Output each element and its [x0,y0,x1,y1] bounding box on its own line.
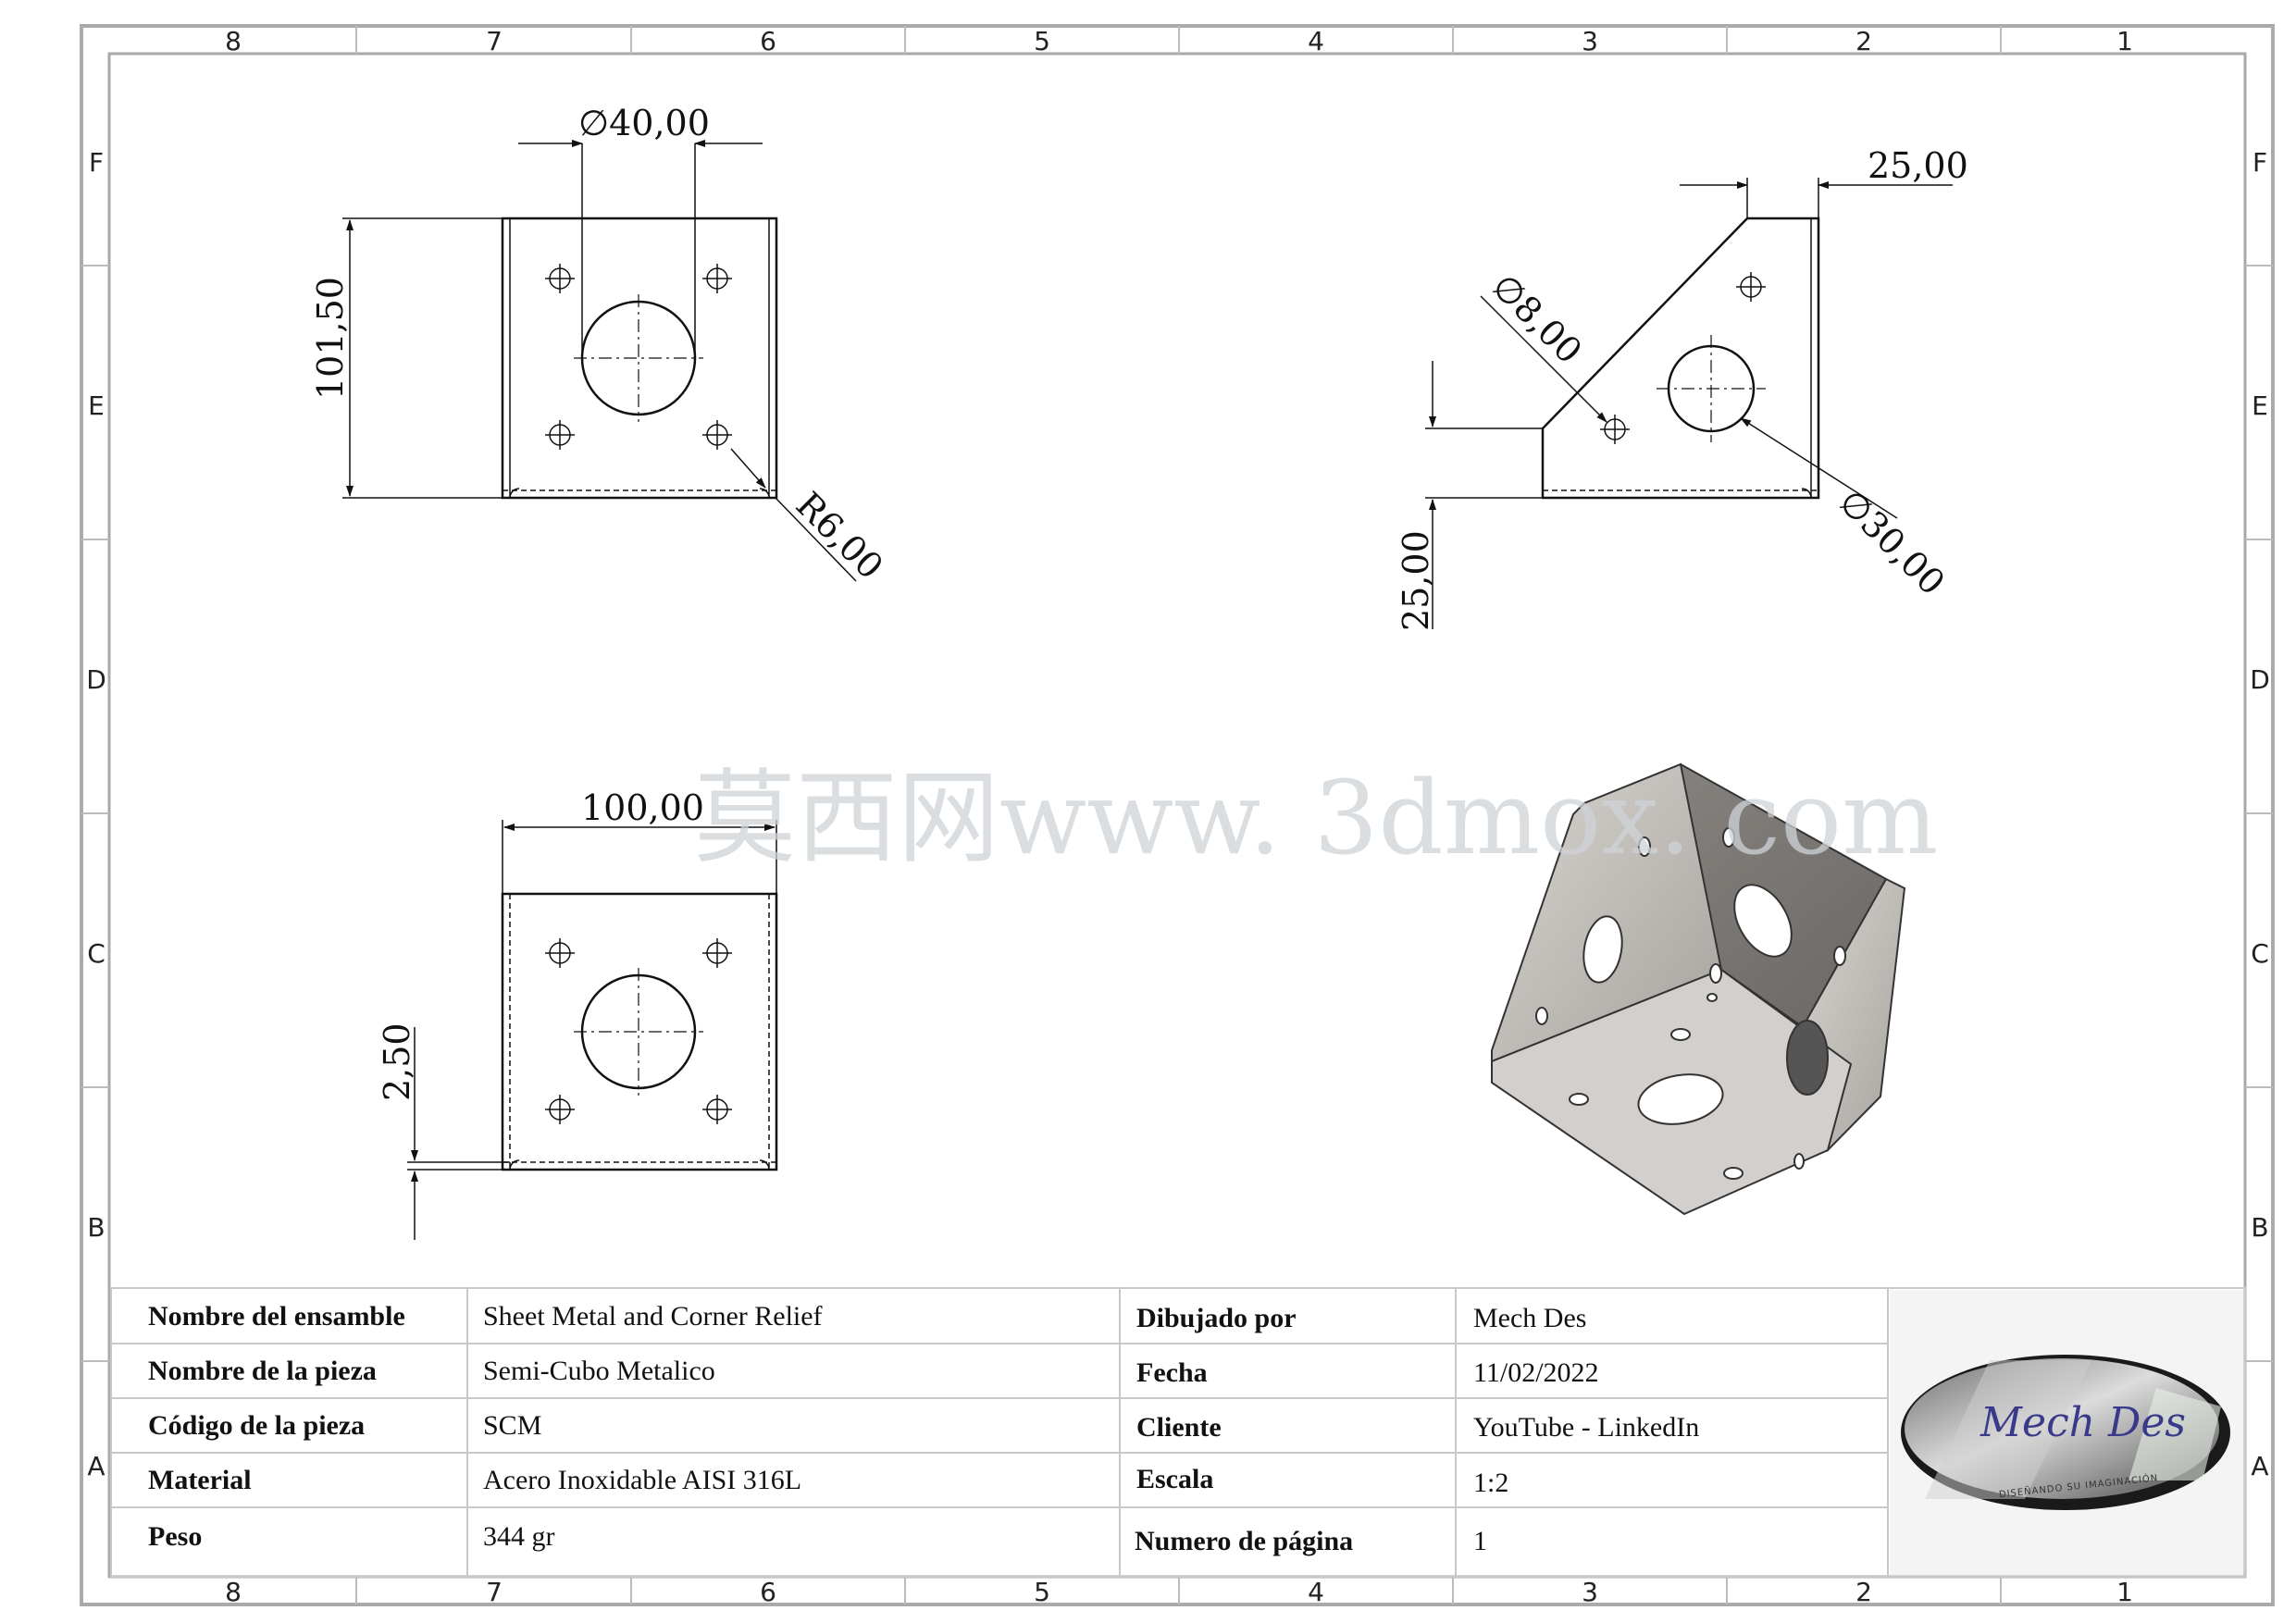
dim-side-small-hole: ∅8,00 [1484,266,1590,371]
dim-bottom-width: 100,00 [581,787,704,828]
zone-col: 3 [1582,26,1598,56]
zone-row: A [2251,1451,2268,1481]
label-client: Cliente [1136,1412,1222,1443]
label-scale: Escala [1136,1464,1213,1494]
zone-col: 8 [225,1577,242,1607]
zone-col: 2 [1855,1577,1872,1607]
zone-row: C [2251,938,2269,969]
value-date: 11/02/2022 [1473,1357,1599,1388]
label-assembly-name: Nombre del ensamble [148,1301,405,1332]
zone-col: 7 [486,26,503,56]
zone-col: 4 [1308,1577,1324,1607]
zone-columns-top: 8 7 6 5 4 3 2 1 [225,26,2133,56]
label-material: Material [148,1465,252,1495]
side-view [1425,178,1953,629]
title-block-right: Dibujado por Mech Des Fecha 11/02/2022 C… [1135,1303,1699,1556]
zone-rows-right: F E D C B A [2250,147,2270,1481]
zone-ticks [81,26,2273,1604]
value-part-name: Semi-Cubo Metalico [483,1356,715,1386]
zone-col: 8 [225,26,242,56]
dim-side-large-hole: ∅30,00 [1831,481,1953,602]
top-view [407,820,778,1240]
company-logo: Mech Des DISEÑANDO SU IMAGINACIÓN [1890,1290,2243,1575]
label-weight: Peso [148,1521,202,1552]
label-part-code: Código de la pieza [148,1410,365,1441]
zone-row: D [86,664,106,695]
zone-row: B [87,1212,105,1243]
zone-row: D [2250,664,2270,695]
zone-row: A [87,1451,105,1481]
zone-col: 1 [2116,26,2133,56]
logo-name: Mech Des [1980,1399,2186,1446]
zone-col: 6 [760,26,776,56]
dim-front-radius: R6,00 [788,484,891,587]
zone-col: 5 [1034,26,1050,56]
title-block [110,1287,2246,1578]
zone-row: C [87,938,105,969]
zone-row: F [89,147,104,178]
zone-columns-bottom: 8 7 6 5 4 3 2 1 [225,1577,2133,1607]
value-weight: 344 gr [483,1521,555,1552]
zone-row: E [88,390,105,421]
value-material: Acero Inoxidable AISI 316L [483,1465,801,1495]
zone-col: 3 [1582,1577,1598,1607]
zone-col: 1 [2116,1577,2133,1607]
value-assembly-name: Sheet Metal and Corner Relief [483,1301,823,1332]
isometric-view [1491,762,1906,1216]
zone-row: E [2252,390,2268,421]
zone-col: 2 [1855,26,1872,56]
zone-col: 6 [760,1577,776,1607]
dim-front-height: 101,50 [310,277,351,400]
title-block-left: Nombre del ensamble Sheet Metal and Corn… [148,1301,823,1552]
zone-row: B [2251,1212,2268,1243]
dim-bottom-thickness: 2,50 [377,1022,417,1101]
zone-col: 5 [1034,1577,1050,1607]
label-page-number: Numero de página [1135,1526,1353,1556]
value-drawn-by: Mech Des [1473,1303,1586,1333]
front-view [342,140,857,582]
dim-front-hole-dia: ∅40,00 [578,103,710,143]
zone-col: 7 [486,1577,503,1607]
zone-rows-left: F E D C B A [86,147,106,1481]
dim-side-left-height: 25,00 [1396,530,1436,631]
value-part-code: SCM [483,1410,541,1441]
dim-side-top-width: 25,00 [1868,145,1968,186]
value-scale: 1:2 [1473,1468,1508,1498]
label-part-name: Nombre de la pieza [148,1356,377,1386]
zone-row: F [2253,147,2267,178]
watermark: 莫西网www. 3dmox. com [694,759,1938,877]
outer-border [80,24,2275,1606]
label-date: Fecha [1136,1357,1208,1388]
zone-col: 4 [1308,26,1324,56]
label-drawn-by: Dibujado por [1136,1303,1297,1333]
value-client: YouTube - LinkedIn [1473,1412,1699,1443]
value-page-number: 1 [1473,1526,1487,1556]
